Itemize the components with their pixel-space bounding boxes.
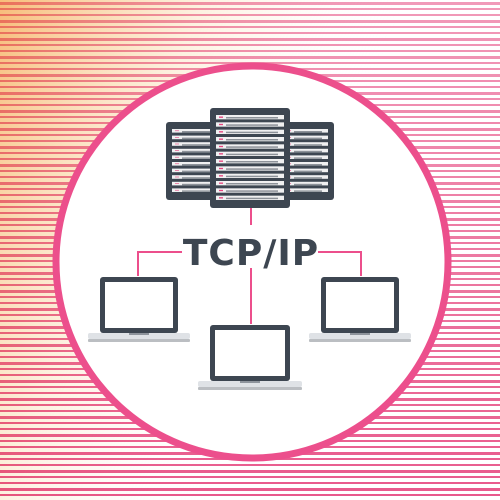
protocol-label: TCP/IP	[183, 233, 319, 274]
laptop-icon	[198, 325, 302, 390]
laptop-icon	[88, 277, 190, 342]
frame-circle	[52, 62, 452, 462]
server-unit-left	[166, 122, 222, 200]
connection-lines	[137, 207, 362, 324]
laptop-icon	[309, 277, 411, 342]
server-unit-center	[210, 108, 290, 208]
right-client-connector	[318, 251, 362, 276]
server-unit-right	[278, 122, 334, 200]
server-rack-icon	[166, 108, 334, 208]
left-client-connector	[137, 251, 182, 276]
